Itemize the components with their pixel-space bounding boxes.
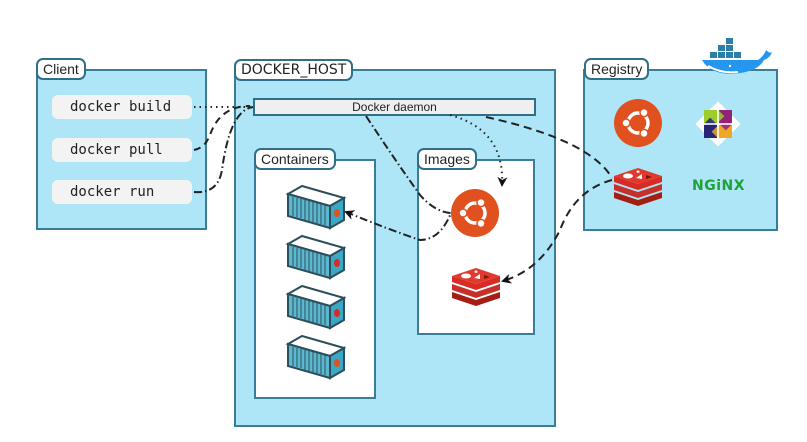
registry-centos-icon <box>695 101 741 147</box>
command-docker-run[interactable]: docker run <box>52 180 192 204</box>
registry-nginx-logo: NGiNX <box>692 178 746 194</box>
images-redis-icon[interactable] <box>450 266 502 308</box>
container-icon[interactable] <box>284 284 346 330</box>
registry-panel <box>583 69 778 231</box>
images-box <box>417 159 535 335</box>
docker-daemon[interactable]: Docker daemon <box>253 98 536 116</box>
container-icon[interactable] <box>284 184 346 230</box>
client-title: Client <box>36 58 86 80</box>
images-ubuntu-icon[interactable] <box>451 189 499 237</box>
container-icon[interactable] <box>284 234 346 280</box>
registry-title: Registry <box>584 58 650 80</box>
command-docker-build[interactable]: docker build <box>52 95 192 119</box>
registry-redis-icon <box>614 168 662 206</box>
docker-whale-icon <box>702 38 772 74</box>
command-docker-pull[interactable]: docker pull <box>52 138 192 162</box>
registry-ubuntu-icon <box>614 99 662 147</box>
container-icon[interactable] <box>284 334 346 380</box>
containers-title: Containers <box>254 148 336 170</box>
images-title: Images <box>417 148 477 170</box>
docker-host-title: DOCKER_HOST <box>234 59 354 81</box>
